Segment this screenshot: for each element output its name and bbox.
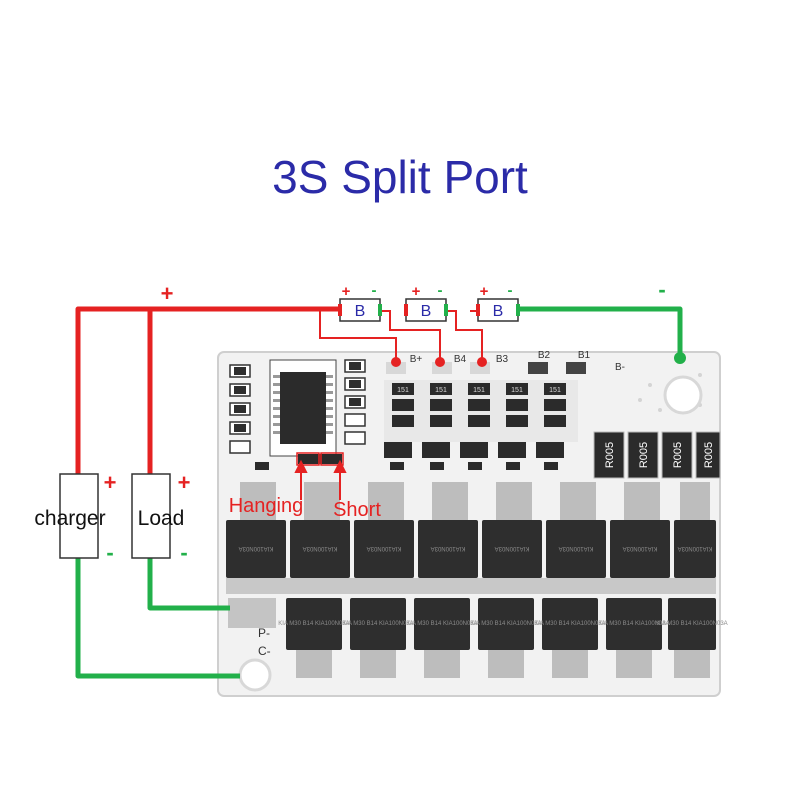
shunt-resistors: R005 R005 R005 R005 (593, 431, 721, 479)
resistor-code: 151 (549, 387, 561, 394)
short-label: Short (333, 499, 381, 521)
pad-label-p-minus: P- (258, 626, 270, 640)
battery-cell-2: B + - (404, 282, 448, 322)
battery-minus-sign: - (508, 282, 513, 299)
positive-wiring (75, 306, 340, 474)
mosfet-code: KIA M30 B14 KIA100N03A (656, 621, 727, 627)
pad-label-b1: B1 (578, 350, 591, 361)
charger-plus-sign: + (104, 470, 117, 495)
mosfet-code: KIA100N03A (623, 545, 658, 551)
board-negative-sign: - (658, 277, 665, 302)
pad-label-b-minus: B- (615, 362, 625, 373)
charger-terminal: charger + - (34, 470, 116, 565)
resistor-code: 151 (511, 387, 523, 394)
mosfet-code: KIA100N03A (559, 545, 594, 551)
battery-minus-sign: - (438, 282, 443, 299)
shunt-code: R005 (703, 442, 715, 468)
balance-resistors: 151 151 151 151 151 (384, 380, 578, 458)
battery-cell-1: B + - (338, 282, 382, 322)
mosfet-code: KIA100N03A (239, 545, 274, 551)
battery-minus-sign: - (372, 282, 377, 299)
mosfet-code: KIA M30 B14 KIA100N03A (598, 621, 669, 627)
pad-label-b4: B4 (454, 354, 467, 365)
load-label: Load (138, 507, 185, 530)
mosfet-code: KIA100N03A (431, 545, 466, 551)
battery-label: B (355, 303, 366, 320)
bms-ic-chip (269, 359, 337, 457)
hanging-pad-marker (296, 452, 320, 466)
charger-label: charger (34, 507, 105, 530)
wire-endpoints (391, 357, 487, 367)
mosfet-row-bottom: KIA M30 B14 KIA100N03A KIA M30 B14 KIA10… (228, 598, 728, 678)
mounting-hole (238, 658, 272, 692)
bms-board: 151 151 151 151 151 B+ B4 B3 B2 B1 (217, 350, 728, 697)
b-minus-connection-dot (674, 352, 686, 364)
battery-plus-sign: + (342, 283, 351, 300)
short-pad-marker (320, 452, 344, 466)
mosfet-code: KIA100N03A (303, 545, 338, 551)
resistor-code: 151 (397, 387, 409, 394)
mosfet-code: KIA M30 B14 KIA100N03A (470, 621, 541, 627)
mosfet-code: KIA M30 B14 KIA100N03A (534, 621, 605, 627)
negative-wiring (75, 306, 683, 679)
mosfet-code: KIA M30 B14 KIA100N03A (406, 621, 477, 627)
load-minus-sign: - (180, 540, 187, 565)
hanging-label: Hanging (229, 495, 304, 517)
mounting-hole (663, 375, 703, 415)
mosfet-row-top: KIA100N03A KIA100N03A KIA100N03A KIA100N… (226, 482, 716, 594)
resistor-code: 151 (473, 387, 485, 394)
load-terminal: Load + - (131, 470, 191, 565)
load-plus-sign: + (178, 470, 191, 495)
resistor-code: 151 (435, 387, 447, 394)
shunt-code: R005 (672, 442, 684, 468)
main-positive-sign: + (161, 281, 174, 306)
battery-cell-3: B + - (476, 282, 520, 322)
mosfet-code: KIA100N03A (678, 545, 713, 551)
battery-label: B (493, 303, 504, 320)
pad-label-b3: B3 (496, 354, 509, 365)
battery-plus-sign: + (480, 283, 489, 300)
battery-plus-sign: + (412, 283, 421, 300)
pad-label-b2: B2 (538, 350, 551, 361)
annotation-arrows (294, 459, 347, 500)
battery-label: B (421, 303, 432, 320)
pad-label-b-plus: B+ (410, 354, 423, 365)
mosfet-code: KIA100N03A (367, 545, 402, 551)
diagram-title: 3S Split Port (272, 151, 528, 203)
pad-label-c-minus: C- (258, 644, 271, 658)
charger-minus-sign: - (106, 540, 113, 565)
shunt-code: R005 (604, 442, 616, 468)
mosfet-code: KIA M30 B14 KIA100N03A (342, 621, 413, 627)
shunt-code: R005 (638, 442, 650, 468)
mosfet-code: KIA M30 B14 KIA100N03A (278, 621, 349, 627)
mosfet-code: KIA100N03A (495, 545, 530, 551)
